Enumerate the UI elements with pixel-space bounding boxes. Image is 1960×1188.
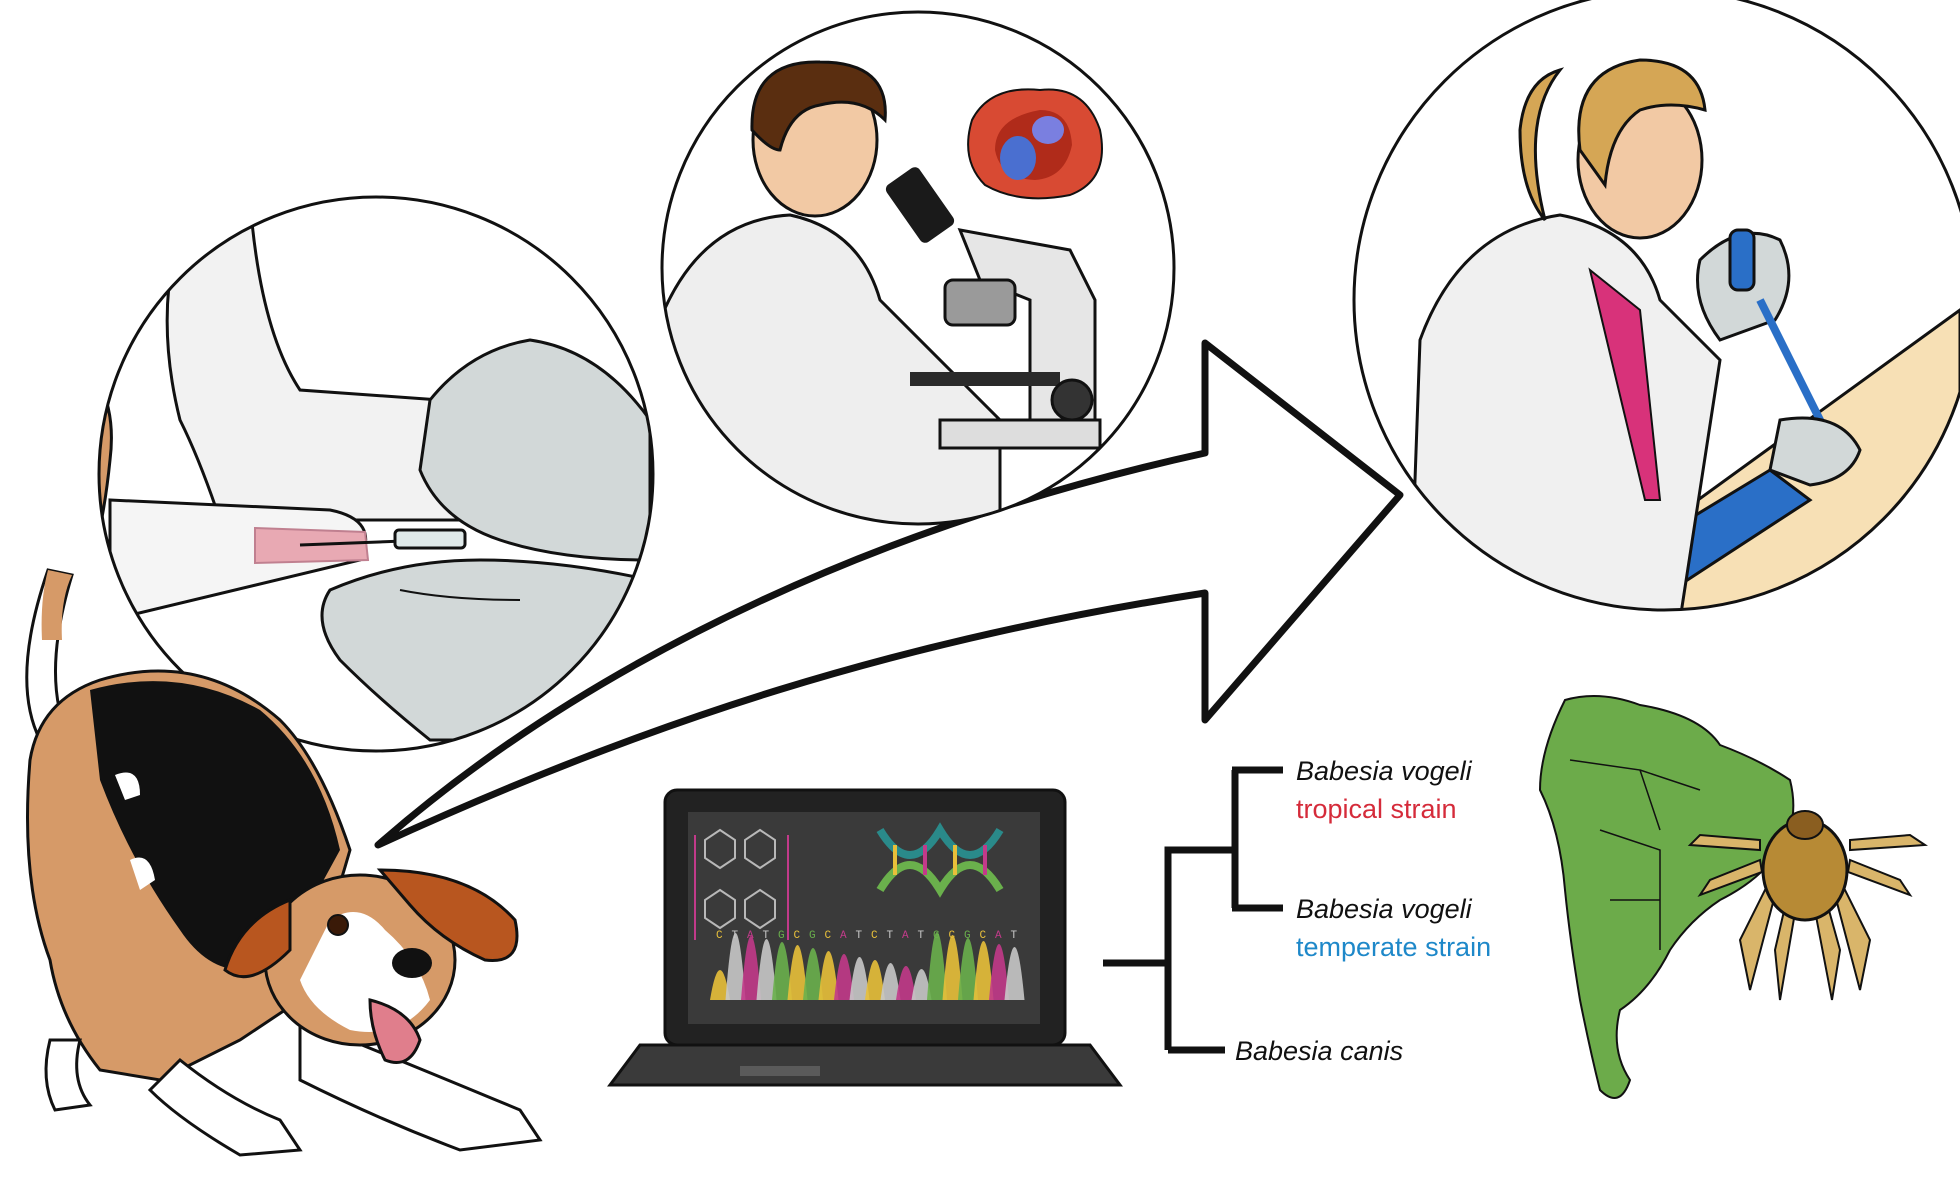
chromatogram-peak [865,960,885,1000]
sequence-base: C [794,930,801,942]
chromatogram-peak [958,938,978,1000]
taxon-name: Babesia vogeli [1296,756,1473,786]
chromatogram-peak [756,939,777,1000]
strain-label: tropical strain [1296,794,1457,824]
sequence-base: G [964,930,971,942]
chromatogram-peak [725,933,746,1000]
chromatogram-peak [880,963,901,1000]
blood-draw-illustration [97,195,655,753]
chromatogram-peak [849,957,870,1000]
sequence-base: C [980,930,987,942]
sequence-base: T [887,930,894,942]
sequence-base: G [809,930,816,942]
sequence-base: C [871,930,878,942]
chromatogram-peak [787,945,808,1000]
taxon-name: Babesia canis [1235,1036,1403,1066]
chromatogram-peak [1004,947,1025,1000]
chromatogram-peak [818,951,839,1000]
taxon-name: Babesia vogeli [1296,894,1473,924]
phylogenetic-tree: Babesia vogeli tropical strain Babesia v… [1103,756,1491,1066]
pcr-lab-illustration [1352,0,1960,612]
sequence-base: A [995,930,1002,942]
dog-illustration [25,568,543,1157]
laptop-icon: CTATGCGCATCTATGCGCAT [607,788,1123,1087]
red-blood-cell-icon [967,88,1103,200]
chromatogram-peak [927,932,947,1000]
chromatogram-peak [989,944,1009,1000]
chromatogram-peak [741,936,761,1000]
chromatogram-peak [710,970,730,1000]
sequence-base: C [825,930,832,942]
parasite-icon [1000,136,1036,180]
chromatogram-peak [834,954,854,1000]
sequence-base: A [840,930,847,942]
workflow-arrow [374,339,1404,849]
chromatogram-peak [911,969,932,1000]
chromatogram-peaks [710,932,1025,1000]
microscopy-illustration [660,10,1176,526]
sequence-base: T [763,930,770,942]
chromatogram-peak [772,942,792,1000]
sequence-base: T [918,930,925,942]
strain-label: temperate strain [1296,932,1491,962]
tick-icon [1687,810,1929,1001]
south-america-map [1538,695,1795,1099]
sequence-base: C [716,930,723,942]
sequence-base: G [778,930,785,942]
sequence-base: T [856,930,863,942]
chromatogram-peak [803,948,823,1000]
chemical-structure-icon [694,828,789,940]
chromatogram-peak [896,966,916,1000]
sequence-base: T [1011,930,1018,942]
sequence-base: A [747,930,754,942]
dna-helix-icon [876,822,1004,898]
chromatogram-peak [942,935,963,1000]
chromatogram-peak [973,941,994,1000]
sequence-base: A [902,930,909,942]
